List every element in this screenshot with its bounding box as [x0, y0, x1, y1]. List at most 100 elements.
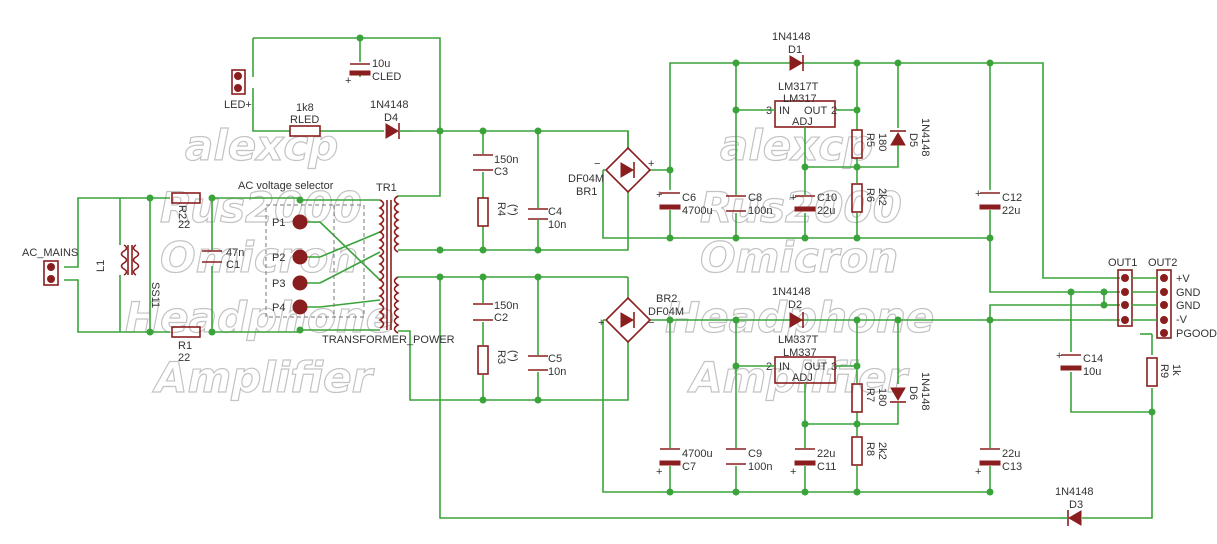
out2-label: OUT2	[1148, 257, 1177, 269]
lm317-in: IN	[779, 105, 790, 117]
cled-plus: +	[345, 75, 351, 87]
c11-label: C11	[817, 461, 836, 473]
d1-value: 1N4148	[772, 31, 811, 43]
c4-label: C4	[548, 206, 562, 218]
r5-label: R5	[864, 133, 876, 147]
r7-value: 180	[876, 388, 888, 406]
c8-value: 100n	[748, 205, 772, 217]
ss11-label: SS11	[149, 282, 161, 308]
c6-plus: +	[656, 189, 662, 201]
br1-label: BR1	[576, 186, 597, 198]
d3-label: D3	[1069, 499, 1083, 511]
wm-right-2: Rus2000	[700, 183, 902, 232]
d1-label: D1	[788, 44, 802, 56]
wm-right-3: Omicron	[700, 233, 898, 282]
p3-label: P3	[272, 278, 285, 290]
r6-resistor: R6 2k2	[851, 183, 888, 213]
transformer-power-label: TRANSFORMER_POWER	[322, 334, 455, 346]
r8-label: R8	[864, 442, 876, 456]
c2-label: C2	[494, 312, 508, 324]
c6-capacitor: + C6 4700u	[656, 189, 713, 217]
br2-bridge: + − BR2 DF04M	[598, 293, 684, 344]
transformer-tr1: TR1 TRANSFORMER_POWER	[322, 182, 455, 346]
lm337-in: IN	[779, 361, 790, 373]
c5-label: C5	[548, 353, 562, 365]
cled-capacitor: 10u CLED +	[345, 58, 401, 87]
lm317-out: OUT	[804, 105, 828, 117]
br1-plus: +	[648, 158, 654, 170]
wm-right-4: Headphone	[665, 293, 934, 342]
wm-left-5: Amplifier	[152, 353, 375, 402]
c3-capacitor: 150n C3	[473, 154, 518, 178]
out1-connector: OUT1	[1108, 257, 1137, 327]
c8-label: C8	[748, 192, 762, 204]
r2-value: 22	[178, 219, 190, 231]
wm-left-2: Rus2000	[160, 183, 362, 232]
wm-left-1: alexcp	[185, 121, 338, 170]
r3-value: (*)	[507, 350, 519, 362]
led-connector: LED+	[224, 69, 252, 111]
lm317-adj: ADJ	[792, 116, 813, 128]
d4-value: 1N4148	[370, 99, 409, 111]
c2-value: 150n	[494, 300, 518, 312]
l1-label: L1	[95, 260, 107, 272]
c5-value: 10n	[548, 366, 566, 378]
ac-mains-label: AC_MAINS	[22, 247, 78, 259]
c4-value: 10n	[548, 219, 566, 231]
lm337-pin3: 3	[831, 361, 837, 373]
d3-diode: 1N4148 D3	[1055, 486, 1094, 526]
r5-resistor: R5 180	[851, 129, 888, 159]
r3-resistor: R3 (*)	[477, 345, 519, 375]
br2-minus: −	[648, 317, 654, 329]
br2-plus: +	[598, 317, 604, 329]
c6-label: C6	[682, 192, 696, 204]
c9-capacitor: C9 100n	[726, 448, 772, 473]
wm-right-5: Amplifier	[687, 353, 910, 402]
cled-label: CLED	[372, 71, 401, 83]
c3-value: 150n	[494, 154, 518, 166]
d3-value: 1N4148	[1055, 486, 1094, 498]
c6-value: 4700u	[682, 205, 713, 217]
wm-left-3: Omicron	[160, 233, 358, 282]
c14-plus: +	[1056, 350, 1062, 362]
br1-bridge: − + DF04M BR1	[568, 146, 654, 198]
tr1-label: TR1	[376, 182, 397, 194]
d5-value: 1N4148	[919, 118, 931, 157]
c10-plus: +	[790, 192, 796, 204]
lm337-out: OUT	[804, 361, 828, 373]
r5-value: 180	[876, 133, 888, 151]
out-pgood: PGOOD	[1176, 328, 1217, 340]
rled-resistor: 1k8 RLED	[289, 102, 321, 137]
out-plus-v: +V	[1176, 273, 1190, 285]
ac-selector-label: AC voltage selector	[238, 180, 334, 192]
lm337-adj: ADJ	[792, 372, 813, 384]
p1-label: P1	[272, 217, 285, 229]
r3-label: R3	[495, 350, 507, 364]
r9-resistor: R9 1k	[1146, 357, 1182, 387]
ac-voltage-selector: AC voltage selector P1 P2 P3 P4	[238, 180, 365, 318]
lm337-label: LM337	[783, 347, 817, 359]
r4-resistor: R4 (*)	[477, 197, 519, 227]
l1-choke: L1 SS11	[95, 198, 161, 332]
lm317-regulator: LM317T LM317 IN OUT ADJ 3 2	[766, 81, 840, 128]
c3-label: C3	[494, 166, 508, 178]
rled-label: RLED	[290, 114, 319, 126]
c1-label: C1	[226, 259, 240, 271]
d6-diode: D6 1N4148	[890, 372, 931, 411]
c10-label: C10	[817, 192, 837, 204]
r7-label: R7	[864, 388, 876, 402]
c13-plus: +	[975, 466, 981, 478]
c7-capacitor: + 4700u C7	[656, 448, 713, 478]
d2-label: D2	[788, 299, 802, 311]
c11-capacitor: + 22u C11	[790, 448, 836, 478]
c5-capacitor: C5 10n	[528, 353, 566, 378]
c10-capacitor: + C10 22u	[790, 192, 837, 217]
out2-connector: OUT2 +V GND GND -V PGOOD	[1132, 257, 1217, 340]
d6-label: D6	[907, 386, 919, 400]
c10-value: 22u	[817, 205, 835, 217]
c9-label: C9	[748, 448, 762, 460]
d5-label: D5	[907, 133, 919, 147]
out-gnd-1: GND	[1176, 287, 1201, 299]
r1-resistor: R1 22	[171, 326, 201, 364]
br1-value: DF04M	[568, 173, 604, 185]
